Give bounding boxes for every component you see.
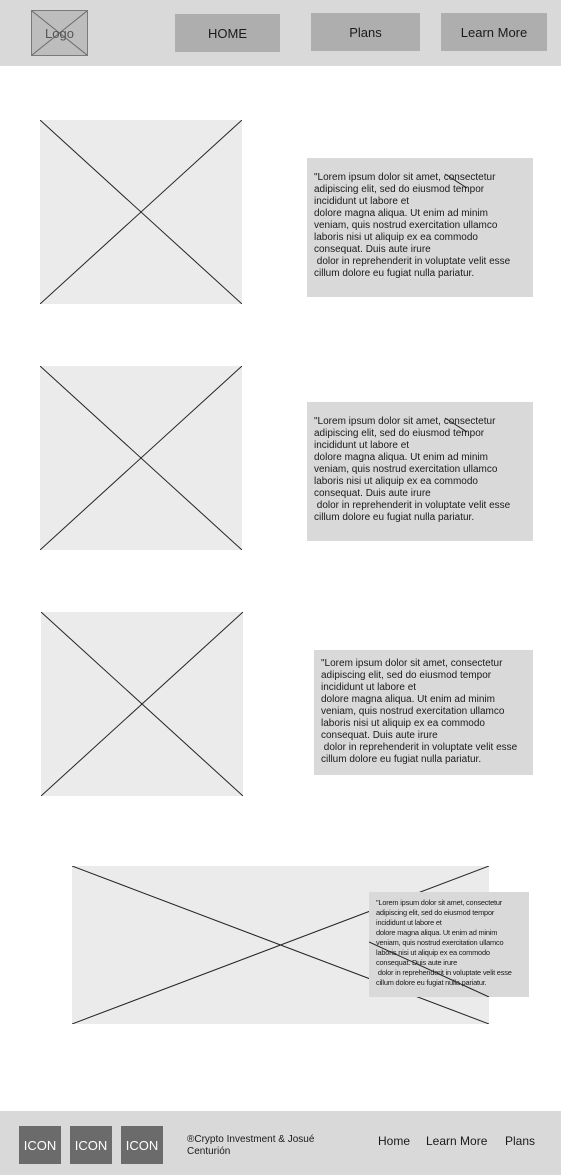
text-line: "Lorem ipsum dolor sit amet, consectetur (314, 416, 496, 427)
image-placeholder-1 (40, 120, 242, 304)
text-line: veniam, quis nostrud exercitation ullamc… (376, 938, 504, 947)
footer-link-learn-more[interactable]: Learn More (426, 1134, 488, 1148)
footer-icon-button-3[interactable]: ICON (121, 1126, 163, 1164)
nav-home-button[interactable]: HOME (175, 14, 280, 52)
text-line: dolor in reprehenderit in voluptate veli… (314, 500, 511, 511)
text-line: cillum dolore eu fugiat nulla pariatur. (376, 978, 487, 987)
text-line: cillum dolore eu fugiat nulla pariatur. (314, 268, 475, 279)
text-line: laboris nisi ut aliquip ex ea commodo (314, 476, 478, 487)
footer-link-home[interactable]: Home (378, 1134, 411, 1148)
image-placeholder-2 (40, 366, 242, 550)
text-line: dolore magna aliqua. Ut enim ad minim (321, 694, 495, 705)
logo-cross-icon (32, 11, 87, 55)
text-line: dolor in reprehenderit in voluptate veli… (321, 742, 518, 753)
text-line: laboris nisi ut aliquip ex ea commodo (321, 718, 485, 729)
footer-link-plans[interactable]: Plans (505, 1134, 536, 1148)
text-line: adipiscing elit, sed do eiusmod tempor (321, 670, 492, 681)
image-placeholder-3 (41, 612, 243, 796)
nav-plans-button[interactable]: Plans (311, 13, 420, 51)
text-line: dolore magna aliqua. Ut enim ad minim (314, 208, 488, 219)
text-block-3: "Lorem ipsum dolor sit amet, consectetur… (314, 650, 533, 775)
image-cross-icon (40, 366, 242, 550)
text-line: veniam, quis nostrud exercitation ullamc… (314, 220, 498, 231)
text-line: incididunt ut labore et (314, 196, 410, 207)
nav-learn-more-button[interactable]: Learn More (441, 13, 547, 51)
text-block-2: "Lorem ipsum dolor sit amet, consectetur… (307, 402, 533, 541)
text-line: laboris nisi ut aliquip ex ea commodo (314, 232, 478, 243)
text-line: dolore magna aliqua. Ut enim ad minim (314, 452, 488, 463)
text-line: adipiscing elit, sed do eiusmod tempor (314, 428, 485, 439)
text-line: incididunt ut labore et (376, 918, 442, 927)
text-block-4: "Lorem ipsum dolor sit amet, consectetur… (369, 892, 529, 997)
text-line: "Lorem ipsum dolor sit amet, consectetur (314, 172, 496, 183)
text-line: "Lorem ipsum dolor sit amet, consectetur (321, 658, 503, 669)
text-line: dolor in reprehenderit in voluptate veli… (314, 256, 511, 267)
image-cross-icon (41, 612, 243, 796)
logo-text: Logo (45, 25, 74, 41)
text-line: consequat. Duis aute irure (376, 958, 458, 967)
text-block-1: "Lorem ipsum dolor sit amet, consectetur… (307, 158, 533, 297)
text-line: adipiscing elit, sed do eiusmod tempor (314, 184, 485, 195)
text-line: laboris nisi ut aliquip ex ea commodo (376, 948, 490, 957)
footer-icon-button-2[interactable]: ICON (70, 1126, 112, 1164)
text-line: "Lorem ipsum dolor sit amet, consectetur (376, 898, 503, 907)
image-cross-icon (40, 120, 242, 304)
logo-placeholder[interactable]: Logo (31, 10, 88, 56)
text-line: incididunt ut labore et (321, 682, 417, 693)
text-line: cillum dolore eu fugiat nulla pariatur. (314, 512, 475, 523)
text-line: veniam, quis nostrud exercitation ullamc… (321, 706, 505, 717)
text-line: consequat. Duis aute irure (321, 730, 438, 741)
text-line: incididunt ut labore et (314, 440, 410, 451)
text-line: adipiscing elit, sed do eiusmod tempor (376, 908, 495, 917)
footer-icon-button-1[interactable]: ICON (19, 1126, 61, 1164)
text-line: cillum dolore eu fugiat nulla pariatur. (321, 754, 482, 765)
text-line: veniam, quis nostrud exercitation ullamc… (314, 464, 498, 475)
text-line: consequat. Duis aute irure (314, 488, 431, 499)
text-line: dolore magna aliqua. Ut enim ad minim (376, 928, 498, 937)
copyright-text: ®Crypto Investment & Josué Centurión (187, 1134, 315, 1157)
text-line: consequat. Duis aute irure (314, 244, 431, 255)
text-line: dolor in reprehenderit in voluptate veli… (376, 968, 512, 977)
